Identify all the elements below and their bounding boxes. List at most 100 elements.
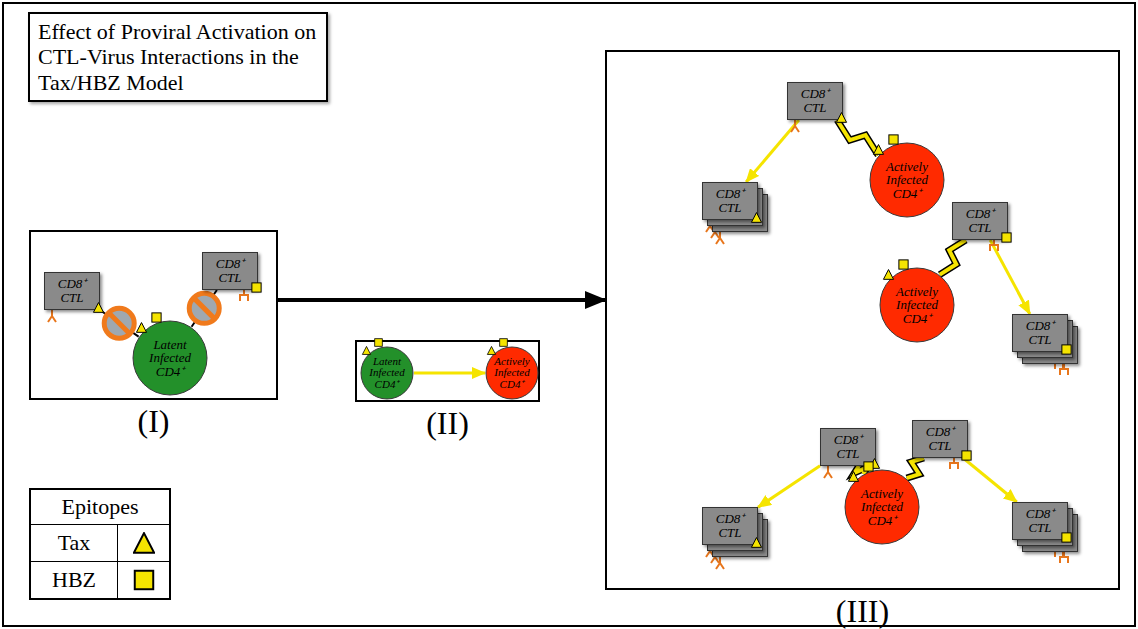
- connector: [189, 290, 219, 327]
- node-text: CD8⁺ CTL: [1023, 507, 1057, 534]
- legend-sample: [118, 532, 169, 554]
- hbz-epitope: [151, 312, 162, 323]
- node-text: CD8⁺ CTL: [923, 425, 957, 452]
- tcr-shape: [791, 120, 799, 132]
- lightning-outline: [907, 458, 924, 478]
- node-text: Latent Infected CD4⁺: [142, 338, 198, 378]
- node-text: Actively Infected CD4⁺: [889, 285, 945, 325]
- ctl-box: CD8⁺ CTL: [912, 420, 968, 458]
- connector: [907, 458, 924, 478]
- cell-body: [845, 470, 919, 544]
- title-box: Effect of Proviral Activation on CTL-Vir…: [28, 12, 328, 102]
- tax-epitope-shape: [874, 145, 884, 155]
- node-text: Actively Infected CD4⁺: [490, 356, 534, 390]
- hbz-epitope: [898, 259, 909, 270]
- legend-text: HBZ: [31, 562, 118, 598]
- tcr-receptor: [791, 120, 799, 132]
- tcr-receptor: [950, 458, 958, 469]
- hbz-epitope-shape: [252, 283, 261, 292]
- legend-text: Tax: [31, 525, 118, 561]
- cell-body: [880, 268, 954, 342]
- tcr-shape: [950, 458, 958, 469]
- tax-epitope: [848, 471, 859, 482]
- ctl-box: CD8⁺ CTL: [1012, 314, 1068, 352]
- hbz-epitope: [1061, 344, 1072, 355]
- hbz-epitope-shape: [1002, 233, 1011, 242]
- connector: [100, 308, 139, 338]
- cell-body: [486, 347, 538, 399]
- active-cell-circle: Actively Infected CD4⁺: [844, 469, 920, 545]
- tax-epitope-shape: [751, 538, 761, 548]
- tax-epitope-shape: [133, 533, 153, 553]
- tax-epitope-shape: [362, 347, 370, 355]
- hbz-epitope-shape: [1062, 345, 1071, 354]
- legend-sample: [118, 569, 169, 591]
- tax-epitope-shape: [884, 270, 894, 280]
- hbz-epitope: [888, 134, 899, 145]
- ctl-box: CD8⁺ CTL: [44, 272, 100, 310]
- legend-table: EpitopesTaxHBZ: [29, 488, 171, 600]
- node-text: CD8⁺ CTL: [55, 277, 89, 304]
- tcr-shape: [1060, 364, 1068, 375]
- hbz-epitope: [499, 338, 508, 347]
- tcr-receptor: [824, 466, 832, 478]
- node-text: CD8⁺ CTL: [713, 512, 747, 539]
- tax-epitope-shape: [137, 323, 147, 333]
- tcr-shape: [716, 232, 724, 244]
- panel-frame: (I)CD8⁺ CTLCD8⁺ CTLLatent Infected CD4⁺: [29, 230, 278, 400]
- panel-label: (I): [31, 404, 276, 438]
- tcr-shape: [240, 290, 248, 301]
- hbz-epitope: [374, 338, 383, 347]
- tcr-receptor: [990, 240, 998, 251]
- lightning-bolt: [907, 458, 924, 478]
- hbz-epitope-shape: [374, 339, 382, 347]
- tcr-shape: [48, 310, 56, 322]
- ctl-box: CD8⁺ CTL: [202, 252, 258, 290]
- panel-frame: (II)Latent Infected CD4⁺Actively Infecte…: [355, 340, 540, 402]
- node-text: Latent Infected CD4⁺: [365, 356, 409, 390]
- node-text: CD8⁺ CTL: [831, 433, 865, 460]
- node-text: CD8⁺ CTL: [1023, 319, 1057, 346]
- panel-frame: (III)CD8⁺ CTLCD8⁺ CTLActively Infected C…: [605, 50, 1120, 590]
- ctl-box: CD8⁺ CTL: [820, 428, 876, 466]
- ctl-box: CD8⁺ CTL: [702, 507, 758, 545]
- hbz-epitope: [1061, 532, 1072, 543]
- tax-epitope: [93, 302, 104, 313]
- arrow-line: [414, 372, 485, 375]
- tax-epitope: [487, 346, 496, 355]
- tax-epitope-shape: [849, 472, 859, 482]
- tcr-shape: [1060, 552, 1068, 563]
- tcr-receptor: [240, 290, 248, 301]
- connector: [990, 240, 1030, 314]
- tcr-receptor: [716, 557, 724, 569]
- hbz-epitope: [863, 461, 874, 472]
- tax-epitope: [873, 144, 884, 155]
- tax-epitope: [136, 322, 147, 333]
- hbz-epitope-shape: [1062, 533, 1071, 542]
- ctl-box: CD8⁺ CTL: [952, 202, 1008, 240]
- tcr-shape: [990, 240, 998, 251]
- panel-label: (II): [357, 406, 538, 440]
- tax-epitope: [362, 346, 371, 355]
- hbz-epitope-shape: [899, 260, 908, 269]
- tcr-receptor: [48, 310, 56, 322]
- tcr-receptor: [1060, 552, 1068, 563]
- latent-cell-circle: Latent Infected CD4⁺: [360, 346, 414, 400]
- connector: [278, 300, 605, 301]
- lightning-outline: [940, 240, 966, 275]
- legend-row: HBZ: [31, 561, 169, 598]
- ctl-box: CD8⁺ CTL: [702, 182, 758, 220]
- node-text: CD8⁺ CTL: [963, 207, 997, 234]
- prohibition-sign: [189, 293, 219, 323]
- tax-epitope: [133, 532, 155, 554]
- hbz-epitope: [1001, 232, 1012, 243]
- lightning-outline: [837, 120, 878, 155]
- hbz-epitope-shape: [889, 135, 898, 144]
- tcr-shape: [716, 557, 724, 569]
- hbz-epitope: [133, 569, 155, 591]
- lightning-bolt: [837, 120, 878, 155]
- hbz-epitope: [251, 282, 262, 293]
- node-text: CD8⁺ CTL: [798, 87, 832, 114]
- hbz-epitope-shape: [962, 451, 971, 460]
- lightning-bolt: [940, 240, 966, 275]
